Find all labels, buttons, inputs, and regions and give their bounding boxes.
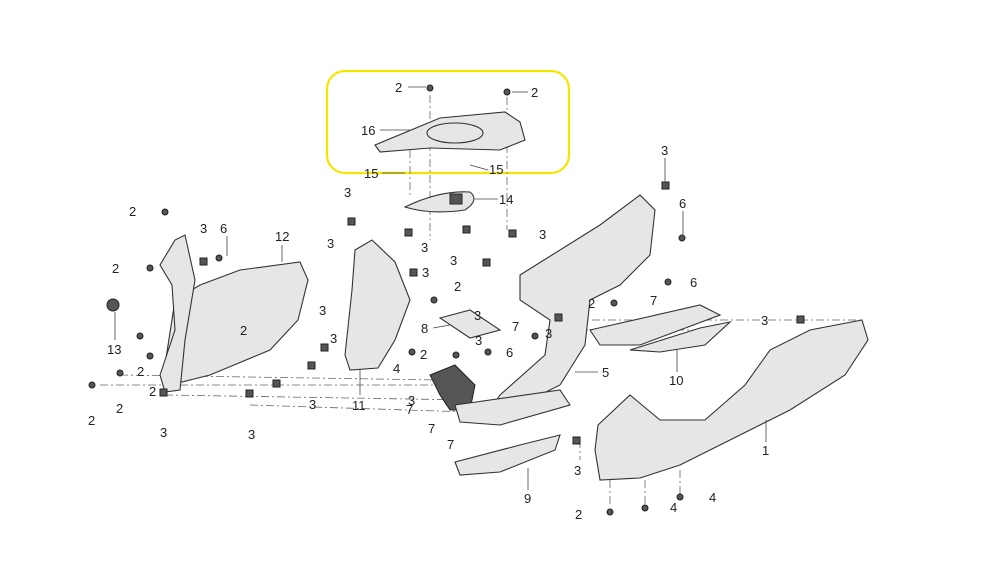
callout-label: 5 xyxy=(602,365,609,380)
callout-label: 3 xyxy=(422,265,429,280)
callout-label: 4 xyxy=(709,490,716,505)
callout-label: 6 xyxy=(220,221,227,236)
callout-label: 2 xyxy=(116,401,123,416)
callout-label: 12 xyxy=(275,229,289,244)
callout-label: 4 xyxy=(393,361,400,376)
callout-label: 7 xyxy=(447,437,454,452)
part-1-side-cover xyxy=(594,319,869,481)
part-16-top-cover xyxy=(374,111,526,153)
callout-label: 2 xyxy=(531,85,538,100)
callout-label: 3 xyxy=(344,185,351,200)
callout-label: 1 xyxy=(762,443,769,458)
callout-label: 2 xyxy=(395,80,402,95)
callout-label: 14 xyxy=(499,192,513,207)
callout-label: 3 xyxy=(160,425,167,440)
callout-label: 2 xyxy=(454,279,461,294)
callout-label: 3 xyxy=(330,331,337,346)
callout-label: 2 xyxy=(137,364,144,379)
callout-label: 3 xyxy=(200,221,207,236)
part-8-small-plate xyxy=(438,309,502,339)
callout-label: 16 xyxy=(361,123,375,138)
highlight-box xyxy=(325,69,571,175)
callout-label: 2 xyxy=(149,384,156,399)
callout-label: 3 xyxy=(421,240,428,255)
callout-label: 3 xyxy=(474,308,481,323)
callout-label: 3 xyxy=(408,393,415,408)
callout-label: 8 xyxy=(421,321,428,336)
callout-label: 7 xyxy=(428,421,435,436)
callout-label: 3 xyxy=(327,236,334,251)
callout-labels: 2 2 16 15 15 14 3 6 3 3 3 3 3 3 2 3 3 8 … xyxy=(88,80,769,522)
callout-label: 6 xyxy=(690,275,697,290)
callout-label: 3 xyxy=(248,427,255,442)
callout-label: 15 xyxy=(489,162,503,177)
callout-label: 2 xyxy=(575,507,582,522)
callout-label: 3 xyxy=(574,463,581,478)
callout-label: 3 xyxy=(475,333,482,348)
fasteners xyxy=(88,84,805,516)
part-14-bracket xyxy=(403,191,475,213)
callout-label: 15 xyxy=(364,166,378,181)
callout-label: 10 xyxy=(669,373,683,388)
part-7-mount xyxy=(429,364,571,426)
callout-label: 6 xyxy=(679,196,686,211)
callout-label: 11 xyxy=(352,398,366,413)
callout-label: 2 xyxy=(588,296,595,311)
callout-label: 2 xyxy=(420,347,427,362)
callout-label: 9 xyxy=(524,491,531,506)
callout-label: 3 xyxy=(661,143,668,158)
callout-label: 7 xyxy=(512,319,519,334)
callout-label: 7 xyxy=(406,402,413,417)
part-10-footrest xyxy=(589,304,732,353)
callout-label: 3 xyxy=(545,326,552,341)
callout-label: 3 xyxy=(450,253,457,268)
callout-label: 2 xyxy=(129,204,136,219)
callout-label: 6 xyxy=(506,345,513,360)
part-11-center-panel xyxy=(344,239,411,371)
callout-label: 2 xyxy=(112,261,119,276)
callout-label: 7 xyxy=(650,293,657,308)
callout-label: 2 xyxy=(88,413,95,428)
callout-label: 13 xyxy=(107,342,121,357)
callout-label: 2 xyxy=(240,323,247,338)
callout-label: 4 xyxy=(670,500,677,515)
part-5-floor-frame xyxy=(488,194,656,411)
callout-label: 3 xyxy=(539,227,546,242)
part-9-floor-mat xyxy=(454,434,561,476)
callout-label: 3 xyxy=(761,313,768,328)
part-13-left-inner-frame xyxy=(106,234,196,393)
callout-label: 3 xyxy=(309,397,316,412)
callout-label: 3 xyxy=(319,303,326,318)
leader-lines xyxy=(114,86,767,490)
